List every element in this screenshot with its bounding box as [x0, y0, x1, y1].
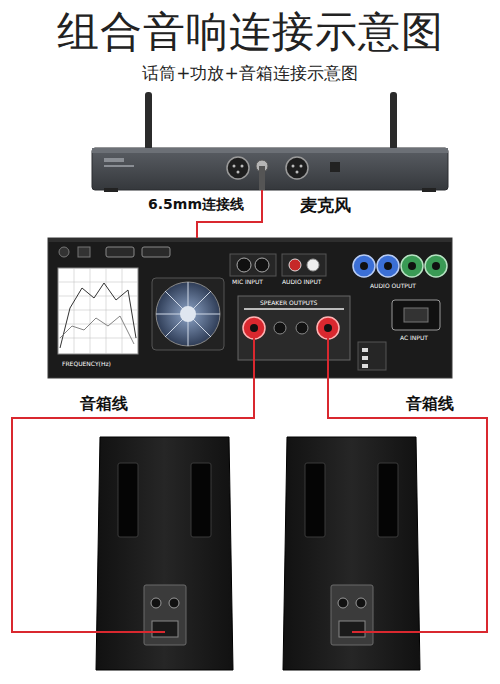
panel-label: MIC INPUT — [232, 278, 263, 285]
cable-label: 音箱线 — [78, 394, 130, 415]
cable-line — [12, 378, 254, 632]
panel-label: AUDIO OUTPUT — [370, 282, 416, 289]
speaker-cabinet — [96, 437, 233, 670]
panel-label: AC INPUT — [400, 334, 428, 341]
device-label: 麦克风 — [300, 194, 351, 217]
title: 组合音响连接示意图 — [0, 4, 500, 60]
panel-label: SPEAKER OUTPUTS — [260, 299, 317, 306]
amplifier-panel — [48, 238, 452, 378]
receiver-body — [92, 148, 448, 192]
receiver-box: 麦克风 — [92, 148, 448, 190]
subtitle: 话筒+功放+音箱连接示意图 — [0, 62, 500, 85]
speaker-cabinet — [283, 437, 420, 670]
panel-label: FREQUENCY(Hz) — [62, 360, 111, 367]
cable-label: 6.5mm连接线 — [146, 196, 246, 214]
antenna — [145, 92, 397, 150]
cable-label: 音箱线 — [404, 394, 456, 415]
speaker-box — [96, 437, 233, 670]
speaker-box — [283, 437, 420, 670]
amplifier-box: FREQUENCY(Hz) MIC INPUT AUDIO INPUT SPEAKER… — [48, 238, 452, 378]
cable-line — [328, 378, 487, 632]
panel-label: AUDIO INPUT — [282, 278, 321, 285]
